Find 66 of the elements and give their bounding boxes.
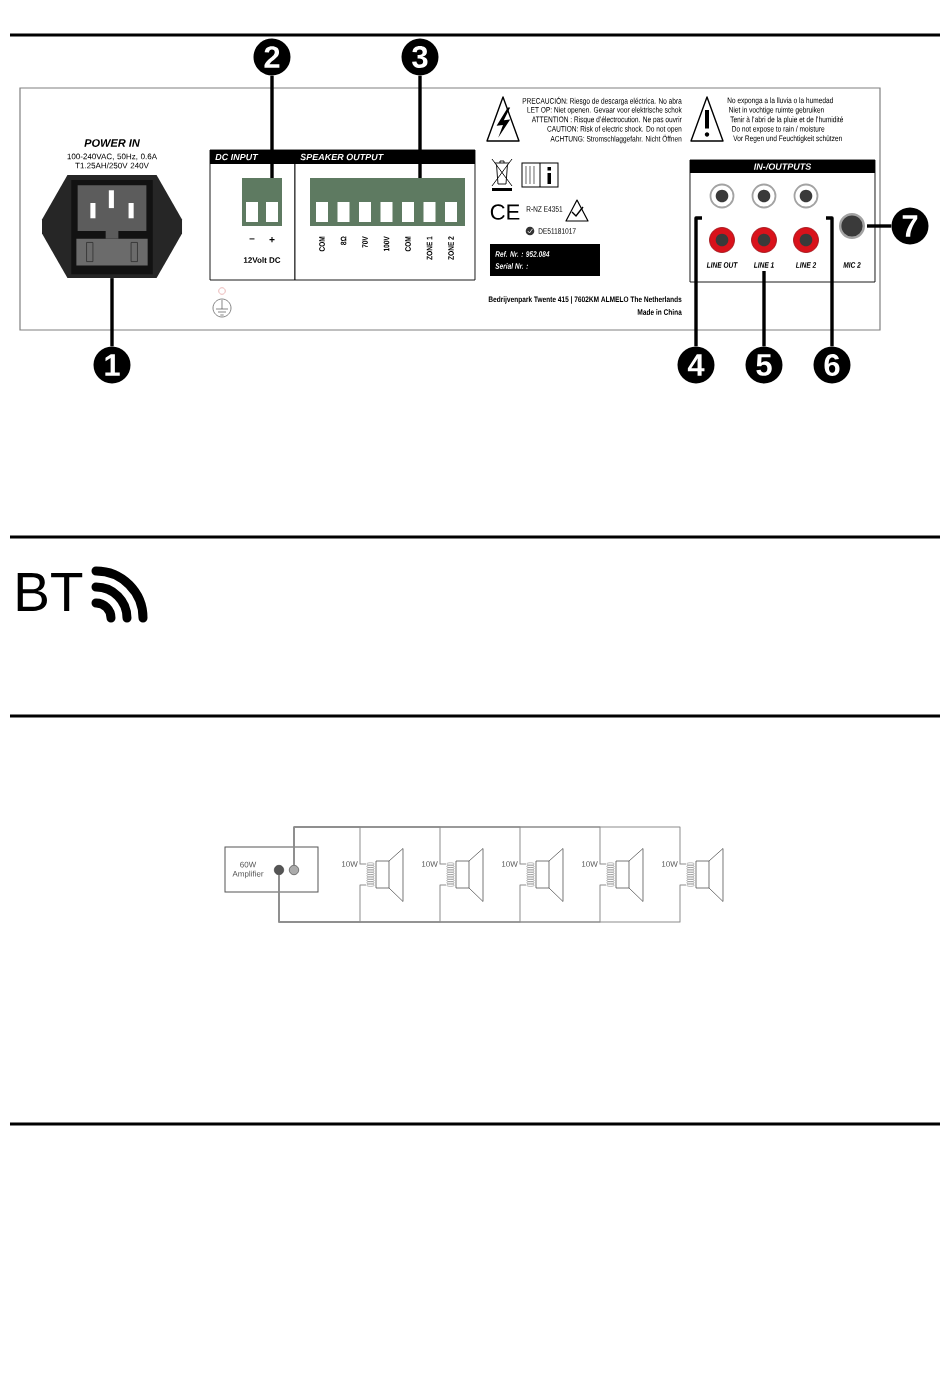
warning-text: Do not expose to rain / moisture — [732, 125, 825, 134]
panel-heading: POWER IN — [84, 139, 140, 147]
callout-number: 2 — [253, 38, 291, 76]
callout-number: 5 — [745, 346, 783, 384]
panel-heading: DC INPUT — [215, 153, 259, 161]
callout-number: 1 — [93, 346, 131, 384]
origin-text: Made in China — [637, 309, 682, 315]
callout-number: 6 — [813, 346, 851, 384]
serial-number: Serial Nr. : — [495, 263, 528, 269]
power-rating: 10W — [581, 861, 598, 867]
bt-label: BT — [17, 573, 83, 611]
power-rating: 10W — [501, 861, 518, 867]
loudspeaker — [366, 848, 404, 902]
rating-text: 100-240VAC, 50Hz, 0.6A T1.25AH/250V 240V — [67, 153, 158, 169]
conformity-mark: CE — [490, 204, 520, 220]
terminal-block — [242, 178, 282, 226]
loudspeaker — [686, 848, 724, 902]
amplifier-label: 60W Amplifier — [232, 861, 264, 879]
warning-text: Niet in vochtige ruimte gebruiken — [729, 106, 824, 115]
reference-number: Ref. Nr. : 952.084 — [495, 251, 550, 257]
callout-number: 7 — [891, 207, 929, 245]
warning-text: No exponga a la lluvia o la humedad — [727, 97, 833, 105]
leader-line — [762, 271, 766, 347]
wire — [278, 874, 687, 923]
leader-line — [110, 278, 114, 347]
jack-label: LINE 1 — [753, 262, 774, 268]
terminal-label: 70V — [362, 236, 368, 248]
terminal-label: ZONE 1 — [426, 236, 433, 260]
panel-heading: SPEAKER OUTPUT — [300, 153, 384, 161]
warning-text: ACHTUNG: Stromschlaggefahr. Nicht Öffnen — [550, 134, 682, 144]
terminal-label: COM — [319, 236, 325, 252]
terminal-label: COM — [405, 236, 411, 252]
approval-code: R-NZ E4351 — [526, 206, 563, 212]
voltage-label: 12Volt DC — [243, 257, 281, 263]
power-rating: 10W — [341, 861, 358, 867]
loudspeaker — [446, 848, 484, 902]
wire — [293, 826, 687, 866]
warning-text: LET OP: Niet openen. Gevaar voor elektrische schok — [527, 106, 682, 115]
leader-line — [826, 216, 834, 347]
callout-number: 4 — [677, 346, 715, 384]
power-rating: 10W — [661, 861, 678, 867]
terminal-block — [310, 178, 465, 226]
power-rating: 10W — [421, 861, 438, 867]
terminal-label: 8Ω — [340, 236, 347, 245]
polarity-label: – — [249, 238, 255, 240]
leader-line — [270, 75, 274, 178]
warning-text: Vor Regen und Feuchtigkeit schützen — [733, 135, 842, 143]
warning-text: CAUTION: Risk of electric shock. Do not open — [547, 125, 682, 134]
callout-number: 3 — [401, 38, 439, 76]
leader-line — [418, 75, 422, 178]
jack-label: LINE 2 — [795, 262, 817, 268]
approval-code: DE51181017 — [538, 228, 576, 234]
jack-label: LINE OUT — [706, 262, 738, 268]
leader-line — [867, 224, 892, 228]
warning-text: Tenir à l'abri de la pluie et de l'humidité — [730, 116, 844, 124]
leader-line — [694, 216, 702, 347]
warning-text: PRECAUCIÓN: Riesgo de descarga eléctrica. No abra — [522, 96, 682, 106]
warning-text: ATTENTION : Risque d'électrocution. Ne pas ouvrir — [531, 116, 682, 124]
loudspeaker — [526, 848, 564, 902]
polarity-label: + — [269, 237, 275, 243]
terminal-label: ZONE 2 — [448, 236, 454, 260]
loudspeaker — [606, 848, 644, 902]
panel-heading: IN-/OUTPUTS — [753, 163, 812, 170]
jack-label: MIC 2 — [843, 262, 861, 268]
address-text: Bedrijvenpark Twente 415 | 7602KM ALMELO The Netherlands — [488, 296, 682, 304]
terminal-label: 100V — [383, 236, 390, 252]
